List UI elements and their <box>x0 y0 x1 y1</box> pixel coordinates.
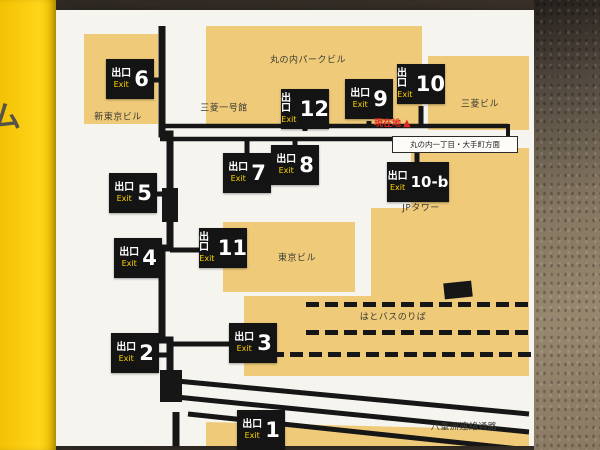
building-label: 東京ビル <box>277 253 317 264</box>
exit-label-en: Exit <box>397 90 413 99</box>
exit-label-jp: 出口 <box>114 182 135 193</box>
wall-texture <box>534 0 600 450</box>
building-label: 丸の内パークビル <box>269 55 347 66</box>
exit-label-jp: 出口 <box>116 342 137 353</box>
exit-label-jp: 出口 <box>111 68 132 79</box>
exit-label-jp: 出口 <box>350 88 371 99</box>
strip-character: ム <box>0 100 21 135</box>
exit-label-jp: 出口 <box>281 93 291 114</box>
exit-label-jp: 出口 <box>199 232 209 253</box>
exit-number: 8 <box>299 153 314 177</box>
exit-label-jp: 出口 <box>228 162 249 173</box>
exit-number: 9 <box>373 87 388 111</box>
exit-number: 10-b <box>410 173 449 191</box>
block-jp-tower <box>371 148 529 296</box>
exit-label-en: Exit <box>244 431 260 440</box>
exit-number: 12 <box>299 97 329 121</box>
exit-label-en: Exit <box>236 344 252 353</box>
exit-number: 2 <box>139 341 154 365</box>
current-location-arrow-icon: ▲ <box>403 118 411 129</box>
building-label: JPタワー <box>402 203 440 214</box>
exit-label-en: Exit <box>352 100 368 109</box>
building-label: 三菱ビル <box>460 99 500 110</box>
exit-label-en: Exit <box>121 259 137 268</box>
corridor-yaesu-diagonal-2 <box>165 393 530 435</box>
bus-dashes <box>252 302 531 357</box>
building-label: はとバスのりば <box>359 312 427 323</box>
exit-number: 10 <box>415 72 445 96</box>
exit-label-en: Exit <box>199 254 215 263</box>
building-blocks <box>84 26 529 446</box>
exit-label-jp: 出口 <box>242 419 263 430</box>
map-panel: 丸の内パークビル三菱ビル新東京ビル 三菱一号館 JPタワー東京ビルはとバスのりば八重… <box>56 10 534 450</box>
bus-markings <box>252 280 531 357</box>
exit-label-en: Exit <box>116 194 132 203</box>
building-label: 八重洲連絡通路 <box>430 422 498 433</box>
exit-number: 1 <box>265 418 280 442</box>
exit-label-jp: 出口 <box>276 154 297 165</box>
exit-number: 3 <box>257 331 272 355</box>
exit-label-en: Exit <box>281 115 297 124</box>
corridor-stairs-lower <box>160 370 182 402</box>
bus-blob <box>443 280 473 300</box>
exit-label-en: Exit <box>113 80 129 89</box>
current-location-label: 現在地▲ <box>374 116 411 129</box>
building-label: 新東京ビル <box>94 112 142 123</box>
exit-label-jp: 出口 <box>234 332 255 343</box>
direction-sign: 丸の内一丁目・大手町方面 <box>392 136 518 153</box>
exit-number: 4 <box>142 246 157 270</box>
exit-label-jp: 出口 <box>387 171 408 182</box>
yellow-sign-edge: ム <box>0 0 56 450</box>
exit-label-jp: 出口 <box>397 68 407 89</box>
current-location-text: 現在地 <box>374 119 402 129</box>
building-label: 三菱一号館 <box>200 103 248 114</box>
exit-label-en: Exit <box>230 174 246 183</box>
exit-number: 5 <box>137 181 152 205</box>
exit-label-jp: 出口 <box>119 247 140 258</box>
exit-number: 6 <box>134 67 149 91</box>
exit-label-en: Exit <box>278 166 294 175</box>
exit-number: 7 <box>251 161 266 185</box>
exit-number: 11 <box>217 236 247 260</box>
block-hatobus <box>244 296 529 376</box>
corridor-yaesu-diagonal-1 <box>165 377 530 417</box>
corridor-main-vertical <box>158 26 174 388</box>
exit-label-en: Exit <box>390 183 406 192</box>
exit-label-en: Exit <box>118 354 134 363</box>
